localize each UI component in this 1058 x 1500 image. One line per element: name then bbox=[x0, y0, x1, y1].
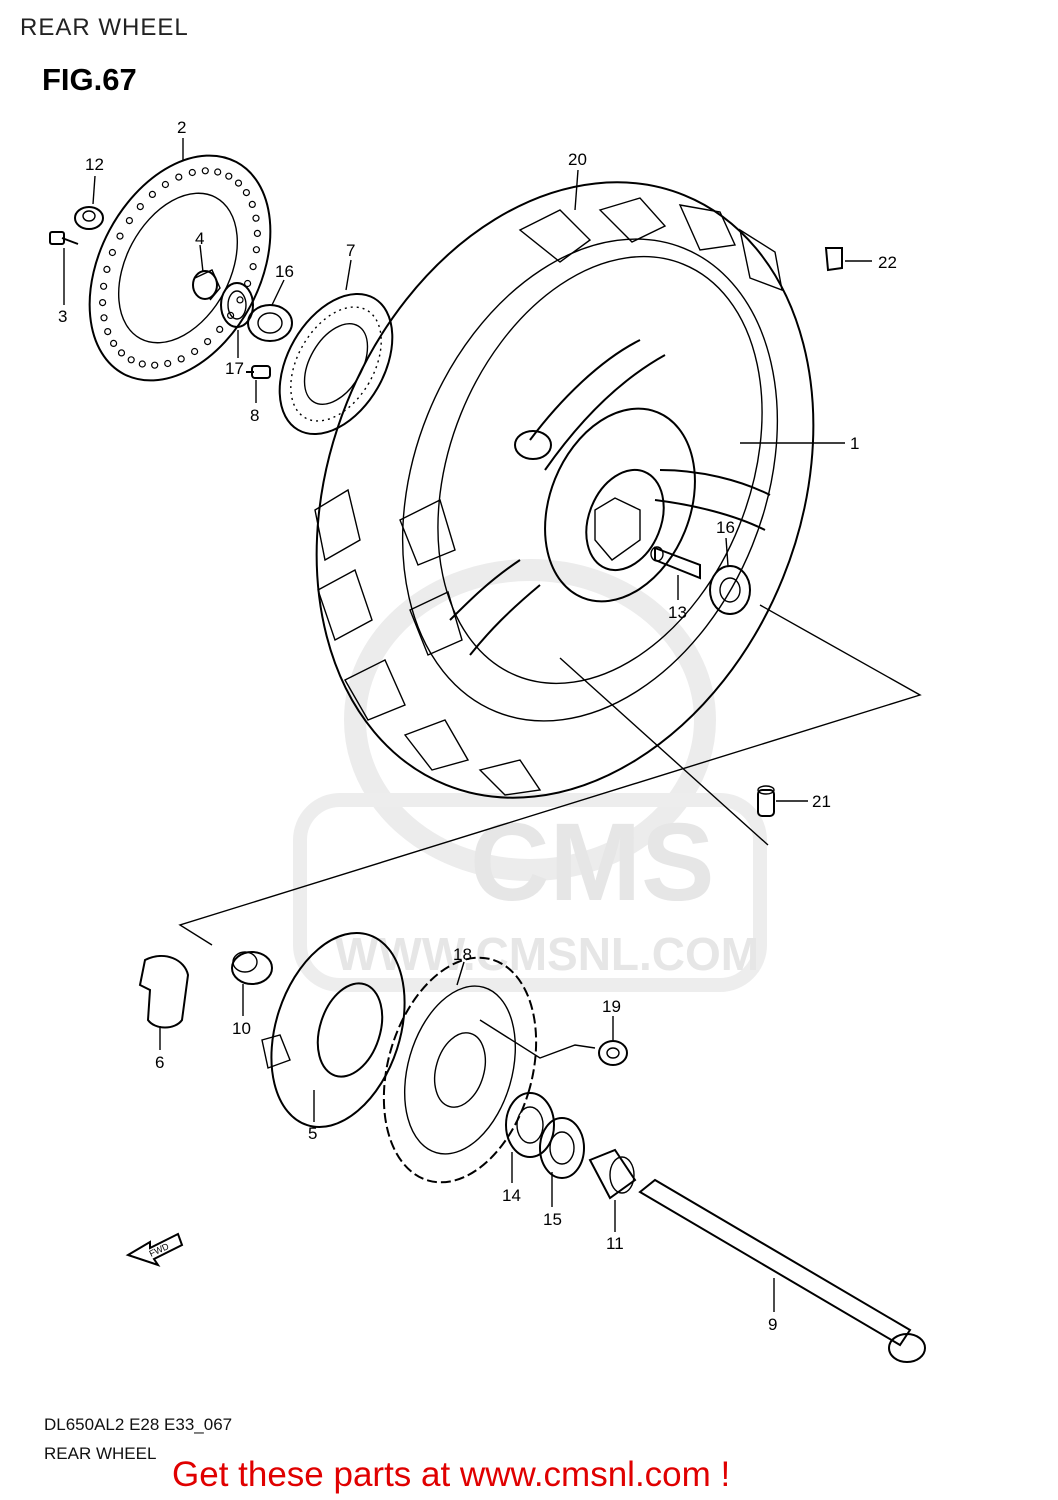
sensor-ring-part-7 bbox=[278, 292, 394, 436]
callout-9: 9 bbox=[768, 1315, 777, 1334]
disc-hole bbox=[244, 279, 252, 288]
figure-title: FIG.67 bbox=[42, 62, 137, 97]
disc-hole bbox=[242, 189, 250, 197]
oil-seal-part-17 bbox=[220, 282, 254, 328]
callout-19: 19 bbox=[602, 997, 621, 1016]
disc-hole bbox=[127, 356, 135, 364]
disc-hole bbox=[191, 347, 199, 356]
assembly-guide-lines bbox=[178, 604, 922, 1059]
disc-hole bbox=[248, 200, 256, 208]
disc-hole bbox=[236, 296, 244, 304]
callout-22: 22 bbox=[878, 253, 897, 272]
sprocket-mounting-drum-part-5 bbox=[261, 931, 406, 1129]
callout-12: 12 bbox=[85, 155, 104, 174]
callout-2: 2 bbox=[177, 118, 186, 137]
disc-hole bbox=[234, 179, 243, 187]
collar-part-10 bbox=[231, 951, 273, 985]
disc-hole bbox=[177, 355, 185, 363]
disc-hole bbox=[117, 349, 126, 357]
axle-part-9 bbox=[638, 1178, 926, 1363]
callout-7: 7 bbox=[346, 241, 355, 260]
nut-part-19 bbox=[598, 1040, 628, 1066]
callout-5: 5 bbox=[308, 1124, 317, 1143]
callout-14: 14 bbox=[502, 1186, 521, 1205]
bolt-part-8 bbox=[246, 365, 271, 379]
disc-hole bbox=[161, 180, 169, 189]
disc-hole bbox=[116, 232, 124, 240]
callout-18: 18 bbox=[453, 945, 472, 964]
callout-17: 17 bbox=[225, 359, 244, 378]
collar-part-4 bbox=[192, 269, 221, 301]
disc-hole bbox=[125, 217, 133, 225]
watermark-url-text: WWW.CMSNL.COM bbox=[335, 928, 759, 980]
callout-20: 20 bbox=[568, 150, 587, 169]
callout-21: 21 bbox=[812, 792, 831, 811]
callout-16-left: 16 bbox=[275, 262, 294, 281]
bolt-part-3 bbox=[49, 231, 79, 245]
disc-hole bbox=[99, 282, 108, 290]
disc-hole bbox=[188, 168, 196, 177]
forward-direction-arrow: FWD bbox=[125, 1232, 184, 1267]
callout-labels: 1 2 3 4 5 6 7 8 9 10 11 12 13 14 15 16 1… bbox=[58, 118, 897, 1334]
disc-hole bbox=[252, 214, 260, 222]
disc-hole bbox=[214, 168, 222, 176]
diagram-code: DL650AL2 E28 E33_067 bbox=[44, 1415, 233, 1434]
callout-3: 3 bbox=[58, 307, 67, 326]
rear-tire-part-20 bbox=[314, 181, 815, 799]
disc-hole bbox=[151, 361, 159, 369]
bearing-part-16-right bbox=[709, 565, 751, 615]
callout-16-right: 16 bbox=[716, 518, 735, 537]
disc-hole bbox=[227, 311, 235, 319]
balancer-part-22 bbox=[824, 247, 843, 272]
spacer-part-13 bbox=[650, 546, 701, 580]
callout-13: 13 bbox=[668, 603, 687, 622]
watermark-logo-text: CMS bbox=[470, 801, 714, 924]
footer-subtitle: REAR WHEEL bbox=[44, 1444, 157, 1463]
callout-11: 11 bbox=[606, 1234, 624, 1253]
disc-hole bbox=[104, 328, 112, 336]
bearing-part-16-left bbox=[247, 304, 293, 342]
callout-8: 8 bbox=[250, 406, 259, 425]
rear-wheel-rim-part-1 bbox=[437, 255, 771, 685]
disc-hole bbox=[109, 339, 118, 347]
disc-hole bbox=[98, 299, 107, 307]
call-to-action-link[interactable]: Get these parts at www.cmsnl.com ! bbox=[172, 1455, 731, 1494]
disc-hole bbox=[253, 229, 261, 237]
disc-hole bbox=[204, 338, 212, 346]
callout-10: 10 bbox=[232, 1019, 251, 1038]
disc-hole bbox=[164, 359, 172, 368]
disc-hole bbox=[108, 248, 117, 257]
damper-part-6 bbox=[138, 955, 190, 1029]
disc-hole bbox=[136, 203, 144, 211]
disc-hole bbox=[148, 190, 156, 198]
nut-part-12 bbox=[74, 206, 104, 230]
disc-hole bbox=[103, 265, 111, 273]
rear-sprocket-part-18 bbox=[382, 956, 538, 1184]
callout-15: 15 bbox=[543, 1210, 562, 1229]
disc-hole bbox=[100, 314, 108, 322]
callout-4: 4 bbox=[195, 229, 204, 248]
disc-hole bbox=[175, 173, 183, 181]
callout-1: 1 bbox=[850, 434, 859, 453]
disc-hole bbox=[138, 360, 146, 368]
brake-disc-part-2 bbox=[88, 154, 272, 382]
disc-hole bbox=[252, 246, 260, 254]
callout-6: 6 bbox=[155, 1053, 164, 1072]
bearing-part-14 bbox=[505, 1092, 555, 1158]
valve-part-21 bbox=[757, 785, 775, 817]
oil-seal-part-15 bbox=[539, 1117, 585, 1179]
page-header-title: REAR WHEEL bbox=[20, 14, 189, 41]
disc-hole bbox=[249, 263, 257, 271]
watermark: CMS WWW.CMSNL.COM bbox=[293, 559, 767, 992]
spacer-part-11 bbox=[588, 1148, 637, 1200]
disc-hole bbox=[216, 325, 224, 333]
disc-hole bbox=[225, 172, 233, 180]
disc-hole bbox=[201, 167, 209, 175]
callout-leader-lines bbox=[63, 138, 872, 1312]
